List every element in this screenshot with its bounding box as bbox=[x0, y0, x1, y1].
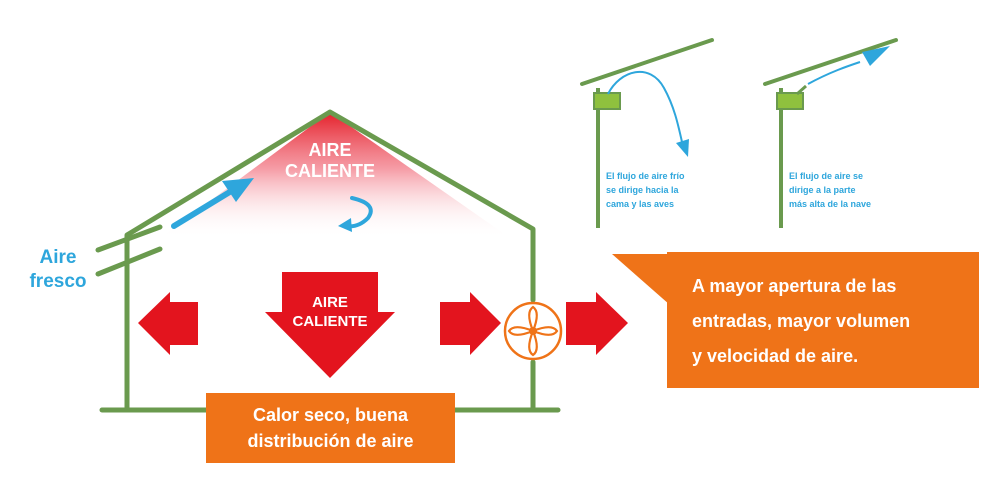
inlet-flap bbox=[776, 92, 804, 110]
aire-caliente-center-line1: AIRE bbox=[312, 294, 348, 311]
apertura-callout-box: A mayor apertura de las entradas, mayor … bbox=[667, 252, 979, 388]
aire-caliente-top-line1: AIRE bbox=[308, 140, 351, 160]
inset-high-line3: más alta de la nave bbox=[789, 199, 872, 209]
air-inlet bbox=[95, 224, 163, 277]
inset-cold-line3: cama y las aves bbox=[606, 199, 675, 209]
inset-high-flow bbox=[763, 38, 898, 228]
left-arrow bbox=[138, 292, 198, 355]
apertura-line3: y velocidad de aire. bbox=[692, 346, 859, 366]
down-arrow bbox=[265, 272, 395, 378]
circular-arrow-icon bbox=[338, 196, 373, 232]
aire-fresco-label: Aire fresco bbox=[18, 246, 98, 294]
apertura-line2: entradas, mayor volumen bbox=[692, 311, 911, 331]
aire-fresco-line1: Aire bbox=[39, 247, 77, 268]
hot-air-zone bbox=[160, 112, 510, 238]
right-arrow-inner bbox=[440, 292, 501, 355]
inlet-flap bbox=[593, 92, 621, 110]
callout-tail bbox=[612, 254, 670, 305]
airflow-arrow-icon bbox=[171, 178, 254, 229]
inset-cold-line2: se dirige hacia la bbox=[606, 185, 679, 195]
inset-high-line1: El flujo de aire se bbox=[789, 171, 864, 181]
fan-icon bbox=[503, 301, 563, 361]
aire-caliente-top-line2: CALIENTE bbox=[285, 161, 375, 181]
calor-line1: Calor seco, buena bbox=[252, 405, 409, 425]
aire-caliente-center-line2: CALIENTE bbox=[293, 313, 368, 330]
inset-high-line2: dirige a la parte bbox=[789, 185, 856, 195]
apertura-line1: A mayor apertura de las bbox=[692, 276, 897, 296]
calor-line2: distribución de aire bbox=[247, 431, 414, 451]
calor-seco-box: Calor seco, buena distribución de aire bbox=[206, 393, 455, 463]
right-arrow-outer bbox=[566, 292, 628, 355]
inset-cold-line1: El flujo de aire frío bbox=[606, 171, 685, 181]
aire-fresco-line2: fresco bbox=[29, 271, 87, 292]
inset-cold-flow bbox=[580, 38, 714, 228]
